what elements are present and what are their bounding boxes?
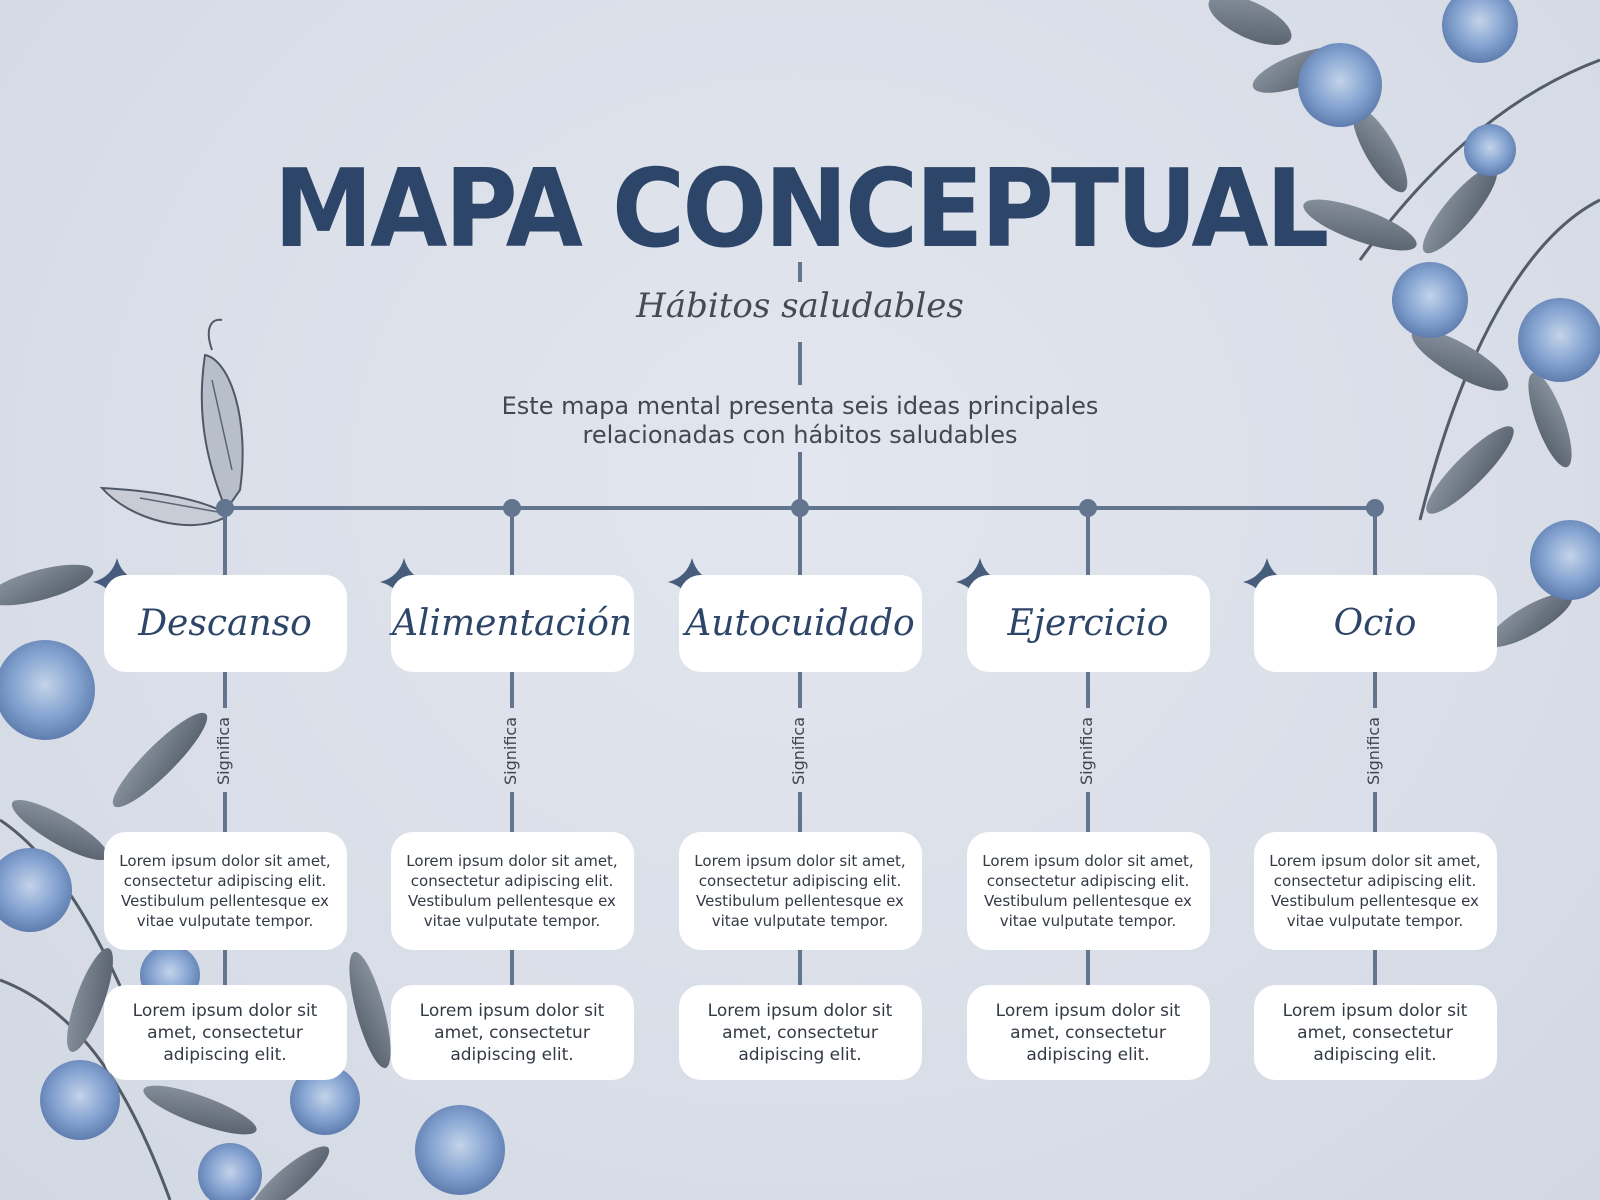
note-box: Lorem ipsum dolor sit amet, consectetur … <box>103 985 347 1080</box>
category-box: Autocuidado <box>678 575 922 672</box>
junction-node <box>1079 499 1097 517</box>
note-text: Lorem ipsum dolor sit amet, consectetur … <box>419 1000 605 1065</box>
link-label: Significa <box>1364 716 1383 786</box>
description-box: Lorem ipsum dolor sit amet, consectetur … <box>103 832 347 950</box>
description-box: Lorem ipsum dolor sit amet, consectetur … <box>678 832 922 950</box>
junction-node <box>791 499 809 517</box>
description-text: Lorem ipsum dolor sit amet, consectetur … <box>694 852 906 930</box>
junction-node <box>503 499 521 517</box>
category-label: Autocuidado <box>685 603 915 644</box>
page-title: MAPA CONCEPTUAL <box>273 145 1330 272</box>
note-text: Lorem ipsum dolor sit amet, consectetur … <box>707 1000 893 1065</box>
category-label: Ocio <box>1333 603 1417 644</box>
category-label: Ejercicio <box>1007 603 1169 644</box>
description-box: Lorem ipsum dolor sit amet, consectetur … <box>1253 832 1497 950</box>
link-label: Significa <box>789 716 808 786</box>
category-box: Descanso <box>103 575 347 672</box>
description-text: Lorem ipsum dolor sit amet, consectetur … <box>982 852 1194 930</box>
description-box: Lorem ipsum dolor sit amet, consectetur … <box>390 832 634 950</box>
floral-left <box>0 564 505 1200</box>
description-text: Lorem ipsum dolor sit amet, consectetur … <box>119 852 331 930</box>
category-box: Ocio <box>1253 575 1497 672</box>
description-text: Lorem ipsum dolor sit amet, consectetur … <box>1269 852 1481 930</box>
link-label: Significa <box>1077 716 1096 786</box>
page-subtitle: Hábitos saludables <box>636 286 964 326</box>
junction-node <box>1366 499 1384 517</box>
note-text: Lorem ipsum dolor sit amet, consectetur … <box>132 1000 318 1065</box>
floral-top-right <box>1208 0 1600 647</box>
note-box: Lorem ipsum dolor sit amet, consectetur … <box>1253 985 1497 1080</box>
note-box: Lorem ipsum dolor sit amet, consectetur … <box>390 985 634 1080</box>
note-box: Lorem ipsum dolor sit amet, consectetur … <box>678 985 922 1080</box>
category-label: Alimentación <box>391 603 633 644</box>
link-label: Significa <box>501 716 520 786</box>
junction-node <box>216 499 234 517</box>
note-box: Lorem ipsum dolor sit amet, consectetur … <box>966 985 1210 1080</box>
map-description: Este mapa mental presenta seis ideas pri… <box>501 392 1099 449</box>
butterfly-icon <box>99 318 244 526</box>
link-label: Significa <box>214 716 233 786</box>
category-box: Alimentación <box>390 575 634 672</box>
description-box: Lorem ipsum dolor sit amet, consectetur … <box>966 832 1210 950</box>
note-text: Lorem ipsum dolor sit amet, consectetur … <box>995 1000 1181 1065</box>
note-text: Lorem ipsum dolor sit amet, consectetur … <box>1282 1000 1468 1065</box>
category-label: Descanso <box>138 603 312 644</box>
description-text: Lorem ipsum dolor sit amet, consectetur … <box>406 852 618 930</box>
category-box: Ejercicio <box>966 575 1210 672</box>
